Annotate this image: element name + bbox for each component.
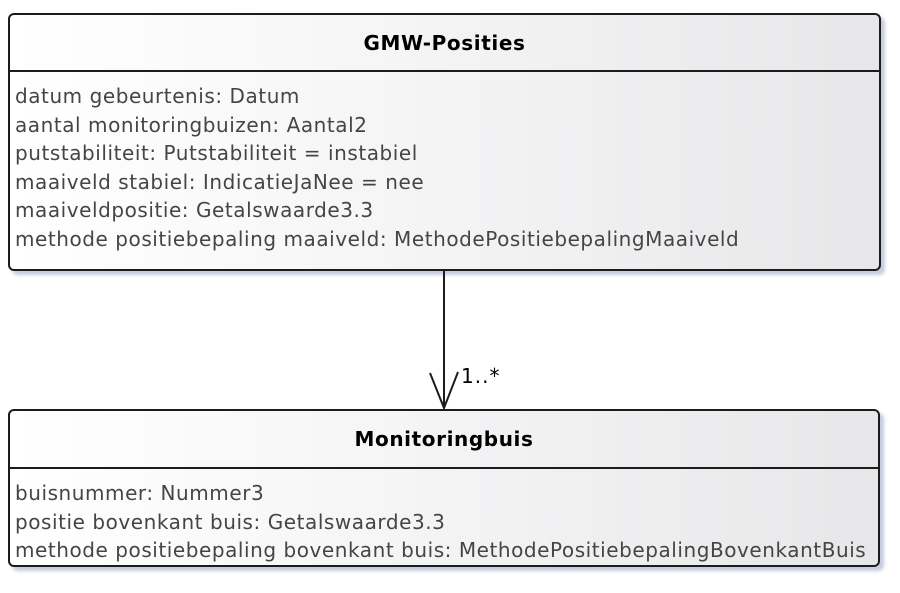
class-title-monitoringbuis: Monitoringbuis [10,411,878,469]
attribute-line: maaiveldpositie: Getalswaarde3.3 [15,198,374,223]
attribute-line: methode positiebepaling maaiveld: Method… [15,226,740,251]
association-arrow [429,271,459,411]
class-attributes-monitoringbuis: buisnummer: Nummer3 positie bovenkant bu… [10,469,878,565]
multiplicity-label: 1..* [461,364,501,388]
attribute-line: methode positiebepaling bovenkant buis: … [15,538,867,563]
attribute-line: buisnummer: Nummer3 [15,481,265,505]
class-title-gmw-posities: GMW-Posities [10,15,879,72]
attribute-line: aantal monitoringbuizen: Aantal2 [15,112,368,137]
attribute-line: putstabiliteit: Putstabiliteit = instabi… [15,141,418,166]
attribute-line: maaiveld stabiel: IndicatieJaNee = nee [15,169,425,194]
attribute-line: positie bovenkant buis: Getalswaarde3.3 [15,509,446,534]
class-box-monitoringbuis: Monitoringbuis buisnummer: Nummer3 posit… [8,409,880,567]
attribute-line: datum gebeurtenis: Datum [15,84,300,108]
class-attributes-gmw-posities: datum gebeurtenis: Datum aantal monitori… [10,72,879,254]
class-box-gmw-posities: GMW-Posities datum gebeurtenis: Datum aa… [8,13,881,271]
